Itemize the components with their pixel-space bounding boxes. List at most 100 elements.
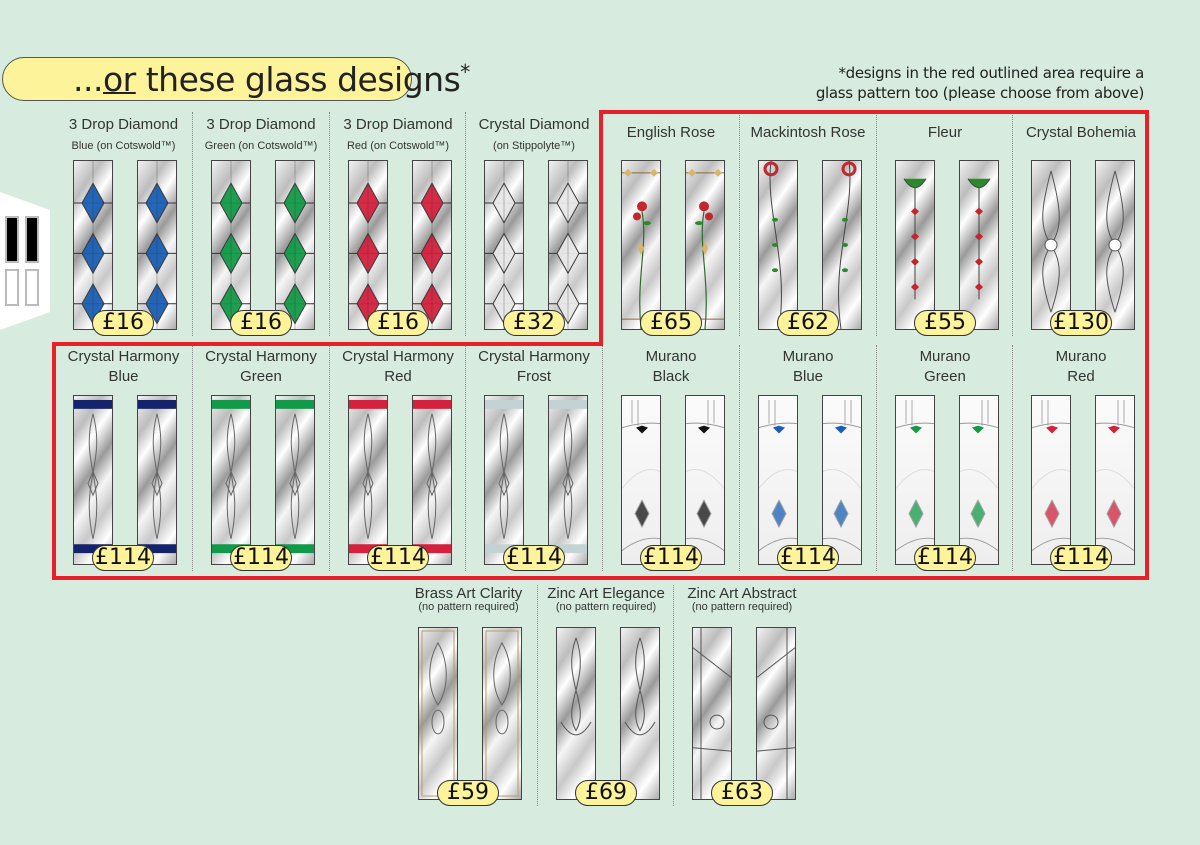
- glass-pane-left: [621, 160, 661, 330]
- diamond-pattern-icon: [138, 161, 176, 329]
- fleur-pattern-icon: [967, 178, 991, 300]
- glass-pane-left: [758, 395, 798, 565]
- note-line-2: glass pattern too (please choose from ab…: [815, 84, 1144, 102]
- design-title: Murano: [1055, 348, 1107, 365]
- glass-design-zinc-art-elegance-no-pattern-required[interactable]: Zinc Art Elegance(no pattern required)£6…: [537, 585, 674, 806]
- diamond-pattern-icon: [413, 161, 451, 329]
- glass-design-zinc-art-abstract-no-pattern-required[interactable]: Zinc Art Abstract(no pattern required)£6…: [673, 585, 810, 806]
- harmony-pattern-icon: [276, 399, 314, 554]
- glass-pane-left: [895, 395, 935, 565]
- design-title: Brass Art Clarity: [414, 585, 523, 602]
- design-title: Murano: [782, 348, 834, 365]
- glass-design-crystal-diamond-on-stippolyte[interactable]: Crystal Diamond(on Stippolyte™)£32: [465, 112, 602, 336]
- design-title: Crystal Diamond: [478, 116, 590, 133]
- design-title: Zinc Art Abstract: [687, 585, 797, 602]
- glass-pane-left: [418, 627, 458, 800]
- diamond-pattern-icon: [349, 161, 387, 329]
- harmony-pattern-icon: [74, 399, 112, 554]
- glass-pane-right: [275, 395, 315, 565]
- design-title: Crystal Harmony: [67, 348, 180, 365]
- diamond-pattern-icon: [276, 161, 314, 329]
- design-subtitle: (no pattern required): [418, 601, 519, 613]
- glass-pane-right: [756, 627, 796, 800]
- glass-pane-left: [895, 160, 935, 330]
- glass-pane-left: [621, 395, 661, 565]
- glass-pane-right: [620, 627, 660, 800]
- murano-pattern-icon: [686, 399, 724, 551]
- glass-pane-right: [275, 160, 315, 330]
- price-badge: £16: [367, 310, 429, 336]
- title-prefix: ...: [73, 60, 103, 99]
- elegance-pattern-icon: [624, 637, 656, 736]
- diamond-pattern-icon: [549, 161, 587, 329]
- price-badge: £62: [777, 310, 839, 336]
- price-badge: £16: [92, 310, 154, 336]
- rose-pattern-icon: [622, 168, 660, 329]
- glass-pane-left: [211, 160, 251, 330]
- design-title: Fleur: [927, 124, 963, 141]
- design-title: Murano: [645, 348, 697, 365]
- glass-design-brass-art-clarity-no-pattern-required[interactable]: Brass Art Clarity(no pattern required)£5…: [400, 585, 537, 806]
- murano-pattern-icon: [960, 399, 998, 551]
- diamond-pattern-icon: [485, 161, 523, 329]
- glass-pane-right: [822, 395, 862, 565]
- glass-pane-left: [484, 395, 524, 565]
- price-badge: £16: [230, 310, 292, 336]
- price-badge: £114: [640, 545, 702, 571]
- title-rest: these glass designs: [135, 60, 461, 99]
- glass-pane-right: [137, 160, 177, 330]
- price-badge: £114: [777, 545, 839, 571]
- abstract-pattern-icon: [693, 628, 731, 799]
- diamond-pattern-icon: [212, 161, 250, 329]
- price-badge: £114: [1050, 545, 1112, 571]
- glass-pane-left: [348, 160, 388, 330]
- glass-pane-left: [348, 395, 388, 565]
- glass-pane-right: [685, 160, 725, 330]
- design-title: Mackintosh Rose: [750, 124, 866, 141]
- title-asterisk: *: [460, 60, 470, 84]
- design-title: 3 Drop Diamond: [206, 116, 316, 133]
- murano-pattern-icon: [1032, 399, 1070, 551]
- design-title: Crystal Bohemia: [1025, 124, 1137, 141]
- glass-pane-left: [692, 627, 732, 800]
- glass-pane-left: [484, 160, 524, 330]
- design-title: Crystal Harmony: [478, 348, 590, 365]
- price-badge: £114: [914, 545, 976, 571]
- glass-pane-left: [73, 395, 113, 565]
- harmony-pattern-icon: [138, 399, 176, 554]
- door-thumbnail-icon: [0, 192, 50, 330]
- mackintosh-pattern-icon: [827, 161, 857, 329]
- design-subtitle: Green: [240, 368, 282, 385]
- price-badge: £32: [503, 310, 565, 336]
- glass-design-fleur[interactable]: Fleur£55: [876, 112, 1013, 336]
- brass-pattern-icon: [421, 630, 455, 797]
- design-subtitle: Red (on Cotswold™): [346, 140, 450, 152]
- harmony-pattern-icon: [485, 399, 523, 554]
- design-subtitle: Red: [1067, 368, 1095, 385]
- design-subtitle: (no pattern required): [691, 601, 793, 613]
- glass-design-mackintosh-rose[interactable]: Mackintosh Rose £62: [739, 112, 876, 336]
- title-underlined-word: or: [102, 60, 136, 99]
- fleur-pattern-icon: [903, 178, 927, 300]
- glass-pane-left: [556, 627, 596, 800]
- glass-design-crystal-bohemia[interactable]: Crystal Bohemia£130: [1012, 112, 1149, 336]
- glass-design-english-rose[interactable]: English Rose£65: [602, 112, 739, 336]
- design-title: Zinc Art Elegance: [547, 585, 665, 602]
- design-title: Crystal Harmony: [205, 348, 317, 365]
- design-subtitle: Frost: [516, 368, 552, 385]
- elegance-pattern-icon: [560, 637, 592, 736]
- rose-pattern-icon: [686, 168, 724, 329]
- glass-pane-right: [412, 160, 452, 330]
- glass-pane-left: [73, 160, 113, 330]
